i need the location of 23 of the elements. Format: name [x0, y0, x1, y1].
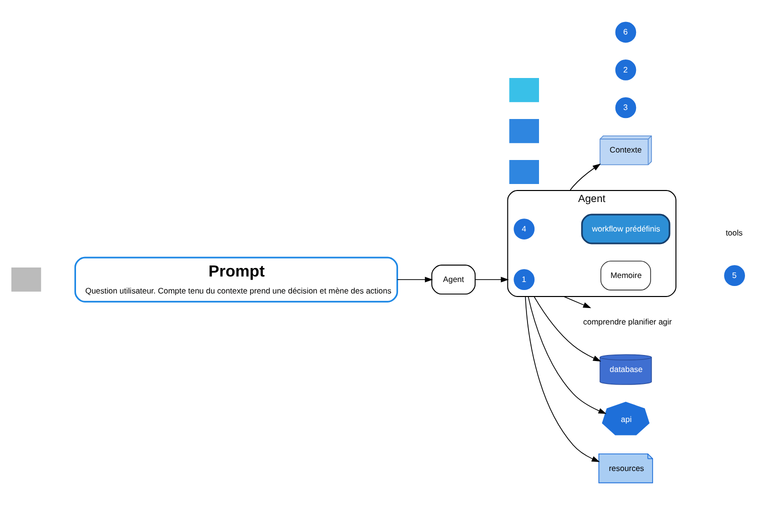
- arrow: [474, 276, 509, 282]
- arrow: [524, 296, 600, 462]
- node-box: [509, 78, 539, 102]
- node-box: [509, 160, 539, 184]
- arrow: [563, 296, 592, 308]
- arrow: [570, 164, 601, 191]
- node-circle: 5: [724, 265, 745, 286]
- arrow: [534, 296, 602, 362]
- arrow: [397, 276, 433, 282]
- node-text: tools: [726, 228, 743, 238]
- node-circle: 3: [615, 97, 636, 118]
- node-text: comprendre planifier agir: [583, 318, 672, 327]
- node-circle: 6: [615, 22, 636, 43]
- node-box: [509, 118, 539, 144]
- node-box: workflow prédéfinis: [581, 214, 670, 244]
- node-box: Memoire: [600, 260, 652, 290]
- node-box: Agent: [431, 264, 476, 295]
- arrow: [528, 296, 606, 414]
- node-circle: 2: [615, 60, 636, 80]
- node-circle: 4: [514, 218, 535, 240]
- node-box: [11, 268, 42, 292]
- node-box: Prompt Question utilisateur. Compte tenu du contexte prend une décision et mène des actions: [74, 256, 398, 302]
- node-circle: 1: [514, 269, 535, 290]
